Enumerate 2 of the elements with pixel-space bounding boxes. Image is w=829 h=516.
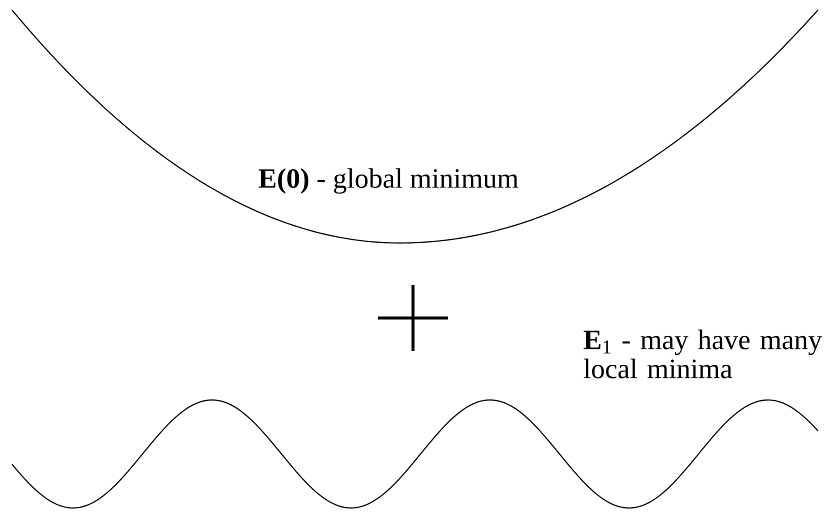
curve-label: E$_{1}$ - may have many local minima xyxy=(584,330,822,378)
curve-label: E(0) - global minimum xyxy=(258,168,518,194)
